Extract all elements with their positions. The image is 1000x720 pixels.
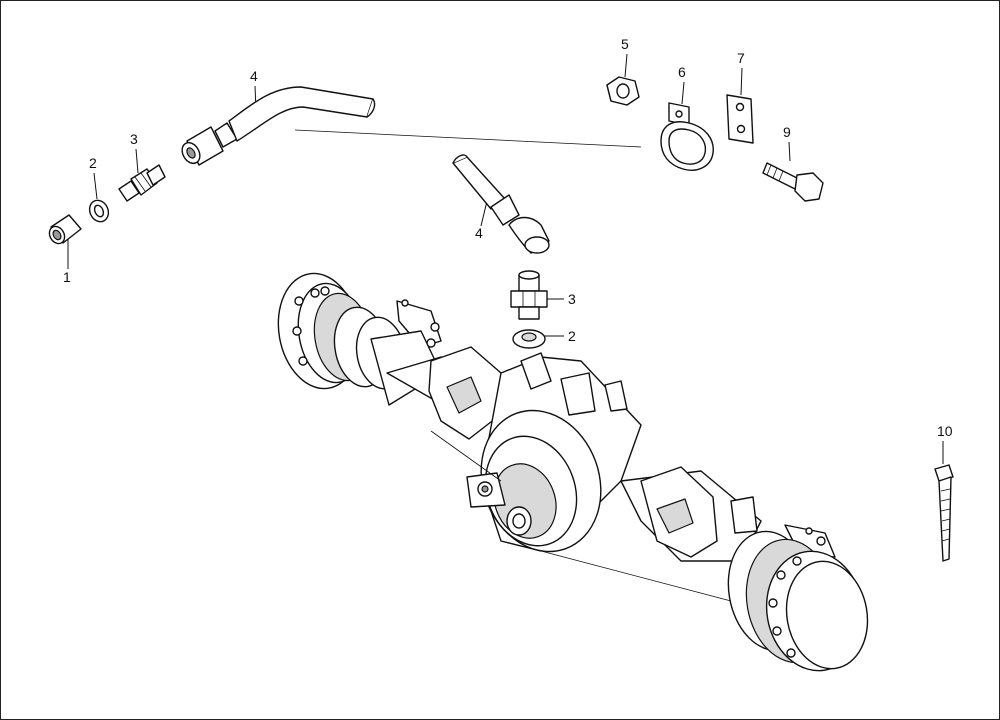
part-9-bolt (762, 162, 824, 202)
part-10-cable-tie (934, 464, 954, 562)
right-wheel-hub (727, 530, 869, 672)
part-2-washer-lower (512, 329, 546, 349)
part-6-clamp (660, 102, 714, 171)
axle-beam-right (620, 466, 762, 562)
callout-3-upper: 3 (130, 131, 138, 147)
part-7-plate (726, 94, 754, 144)
callout-1: 1 (63, 269, 71, 285)
leader-lines (67, 53, 944, 464)
callout-3-lower: 3 (568, 291, 576, 307)
differential-bracket (466, 472, 506, 508)
part-3-fitting-lower (510, 270, 548, 320)
callout-2-upper: 2 (89, 155, 97, 171)
callout-4-upper: 4 (250, 68, 258, 84)
axle-assembly (277, 272, 869, 672)
part-4-hose-upper (181, 86, 376, 166)
callout-4-lower: 4 (475, 225, 483, 241)
callout-10: 10 (937, 423, 953, 439)
axle-beam-left (370, 330, 522, 440)
callout-9: 9 (783, 124, 791, 140)
part-5-nut (606, 76, 640, 106)
part-1-sleeve (48, 214, 82, 245)
part-3-fitting-upper (118, 164, 166, 202)
callout-2-lower: 2 (568, 328, 576, 344)
part-2-washer-upper (88, 199, 110, 223)
callout-6: 6 (678, 64, 686, 80)
callout-7: 7 (737, 50, 745, 66)
part-4-hose-lower (452, 154, 550, 254)
differential-housing (480, 352, 642, 553)
callout-5: 5 (621, 36, 629, 52)
